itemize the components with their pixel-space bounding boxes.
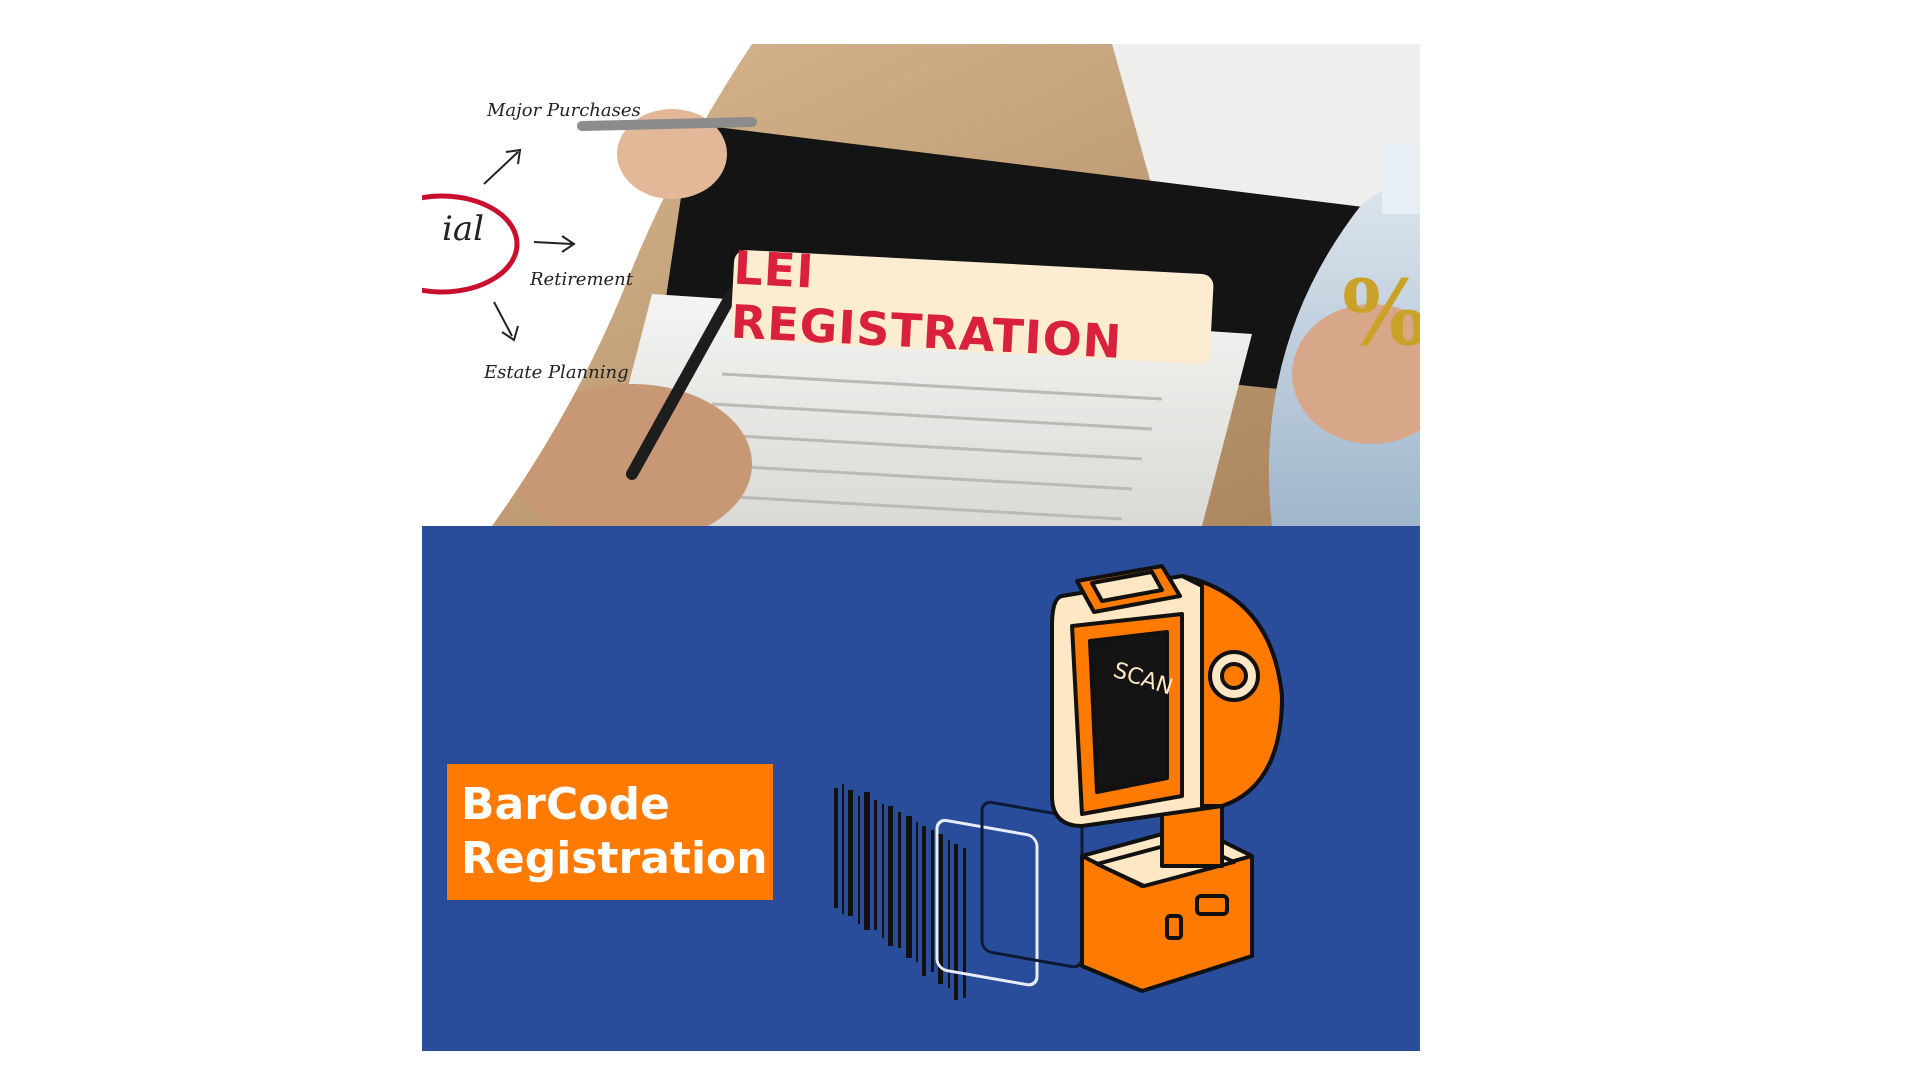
scan-frame-icon [935,800,1084,987]
diagram-partial-word: ial [442,209,484,249]
lei-photo-illustration: % [422,44,1420,526]
barcode-icon [834,784,966,1000]
financial-diagram: ial Major Purchases Retirement Estate Pl… [442,100,641,383]
diagram-item-retirement: Retirement [529,269,634,290]
barcode-label-box: BarCode Registration [447,764,773,900]
scanner-device-icon [1050,564,1284,993]
barcode-label-line1: BarCode [461,779,670,830]
svg-text:%: % [1342,260,1420,366]
lei-registration-banner: % ial Major Purchases Retirement [422,44,1420,526]
diagram-item-estate-planning: Estate Planning [483,362,629,383]
barcode-registration-banner: BarCode Registration [422,526,1420,1051]
diagram-item-major-purchases: Major Purchases [486,100,641,121]
lei-title-badge: LEI REGISTRATION [730,241,1215,369]
banner-collage: % ial Major Purchases Retirement [422,44,1420,1051]
scanner-illustration: SCAN [834,564,1284,1000]
barcode-label-line2: Registration [461,833,768,884]
